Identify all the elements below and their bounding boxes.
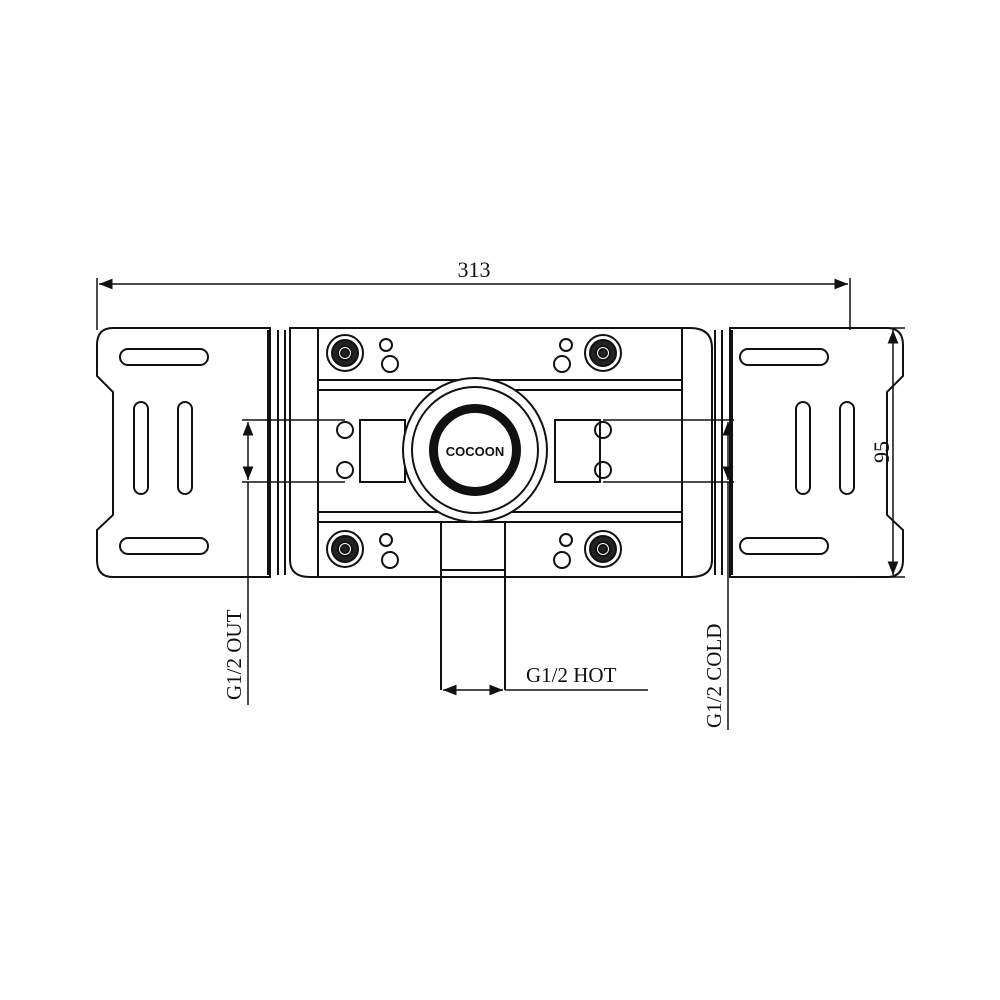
bolt-icon	[584, 334, 622, 372]
outlet-port-dimension	[242, 419, 345, 705]
slot	[119, 348, 209, 366]
slot	[133, 401, 149, 495]
slot	[739, 537, 829, 555]
location-hole	[379, 338, 393, 352]
cold-port-label: G1/2 COLD	[702, 624, 726, 728]
location-hole	[553, 551, 571, 569]
slot	[119, 537, 209, 555]
overall-width-label: 313	[458, 257, 491, 282]
corner-bolts	[326, 334, 622, 568]
location-hole	[336, 461, 354, 479]
location-hole	[381, 355, 399, 373]
location-hole	[379, 533, 393, 547]
slot	[795, 401, 811, 495]
cartridge-housing: COCOON	[402, 377, 548, 523]
slot	[839, 401, 855, 495]
location-hole	[559, 533, 573, 547]
location-hole	[594, 461, 612, 479]
bolt-icon	[326, 530, 364, 568]
slot	[177, 401, 193, 495]
height-dimension	[850, 327, 905, 578]
cold-port-dimension	[603, 419, 734, 730]
location-hole	[381, 551, 399, 569]
bolt-icon	[326, 334, 364, 372]
height-label: 95	[869, 441, 894, 463]
overall-width-dimension	[96, 278, 851, 330]
slot	[739, 348, 829, 366]
brand-label: COCOON	[446, 444, 505, 459]
location-hole	[594, 421, 612, 439]
location-hole	[553, 355, 571, 373]
left-mounting-bracket	[96, 327, 271, 578]
hot-port-label: G1/2 HOT	[526, 663, 617, 687]
location-hole	[336, 421, 354, 439]
location-hole	[559, 338, 573, 352]
outlet-port-label: G1/2 OUT	[222, 609, 246, 700]
bolt-icon	[584, 530, 622, 568]
outlet-pipe	[440, 521, 506, 690]
